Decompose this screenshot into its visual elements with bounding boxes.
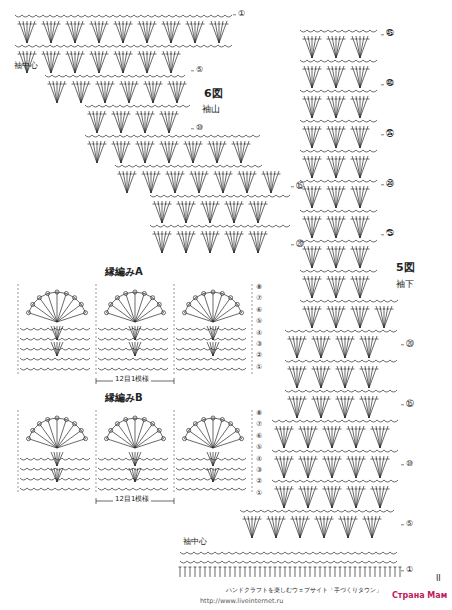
chart-label: 縁編みB: [105, 392, 143, 403]
chart-label: 6図: [204, 88, 223, 100]
chart-label: 縁編みA: [105, 266, 143, 277]
chart-label: 5図: [396, 262, 415, 274]
row-number: ④: [256, 456, 262, 464]
row-number: ①: [406, 566, 413, 575]
row-number: ⑥: [256, 307, 262, 315]
row-number: ㉚: [386, 180, 394, 189]
row-number: ④: [256, 330, 262, 338]
row-number: ⑳: [296, 240, 304, 249]
row-number: ⑧: [256, 410, 262, 418]
chart-label: 12目1模様: [113, 376, 151, 384]
chart-label: http://www.liveinternet.ru: [200, 598, 283, 605]
chart-label: 袖中心: [183, 538, 207, 547]
row-number: ③: [256, 467, 262, 475]
row-number: ⑩: [406, 460, 413, 469]
row-number: ⑤: [256, 444, 262, 452]
row-number: ㊺: [386, 30, 394, 39]
chart-label: Страна Мам: [392, 592, 447, 601]
chart-label: ハンドクラフトを楽しむウェブサイト「手づくりタウン」: [226, 587, 382, 594]
row-number: ⑤: [196, 66, 203, 75]
row-number: ①: [238, 10, 245, 19]
row-number: ①: [256, 364, 262, 372]
row-number: ⑦: [256, 421, 262, 429]
row-number: ㉕: [386, 230, 394, 239]
row-number: ①: [256, 490, 262, 498]
row-number: ㉟: [386, 130, 394, 139]
chart-label: 袖中心: [14, 62, 38, 71]
row-number: ③: [256, 341, 262, 349]
row-leader: [191, 15, 404, 571]
row-number: ⑤: [256, 318, 262, 326]
row-number: ⑮: [296, 182, 304, 191]
row-number: ⑥: [256, 433, 262, 441]
repeat-divider: [18, 284, 252, 494]
row-number: ②: [256, 352, 262, 360]
row-number: ⑦: [256, 295, 262, 303]
row-number: ㊵: [386, 80, 394, 89]
row-number: ②: [256, 478, 262, 486]
chart-label: 12目1模様: [113, 496, 151, 504]
stitch-symbols: [15, 15, 402, 577]
row-number: ⑮: [406, 400, 414, 409]
chart-label: II: [436, 575, 441, 584]
row-number: ⑳: [406, 340, 414, 349]
row-number: ⑩: [196, 124, 203, 133]
chart-label: 袖下: [396, 280, 414, 290]
row-number: ⑤: [406, 520, 413, 529]
row-number: ⑧: [256, 284, 262, 292]
chart-label: 袖山: [202, 105, 220, 115]
